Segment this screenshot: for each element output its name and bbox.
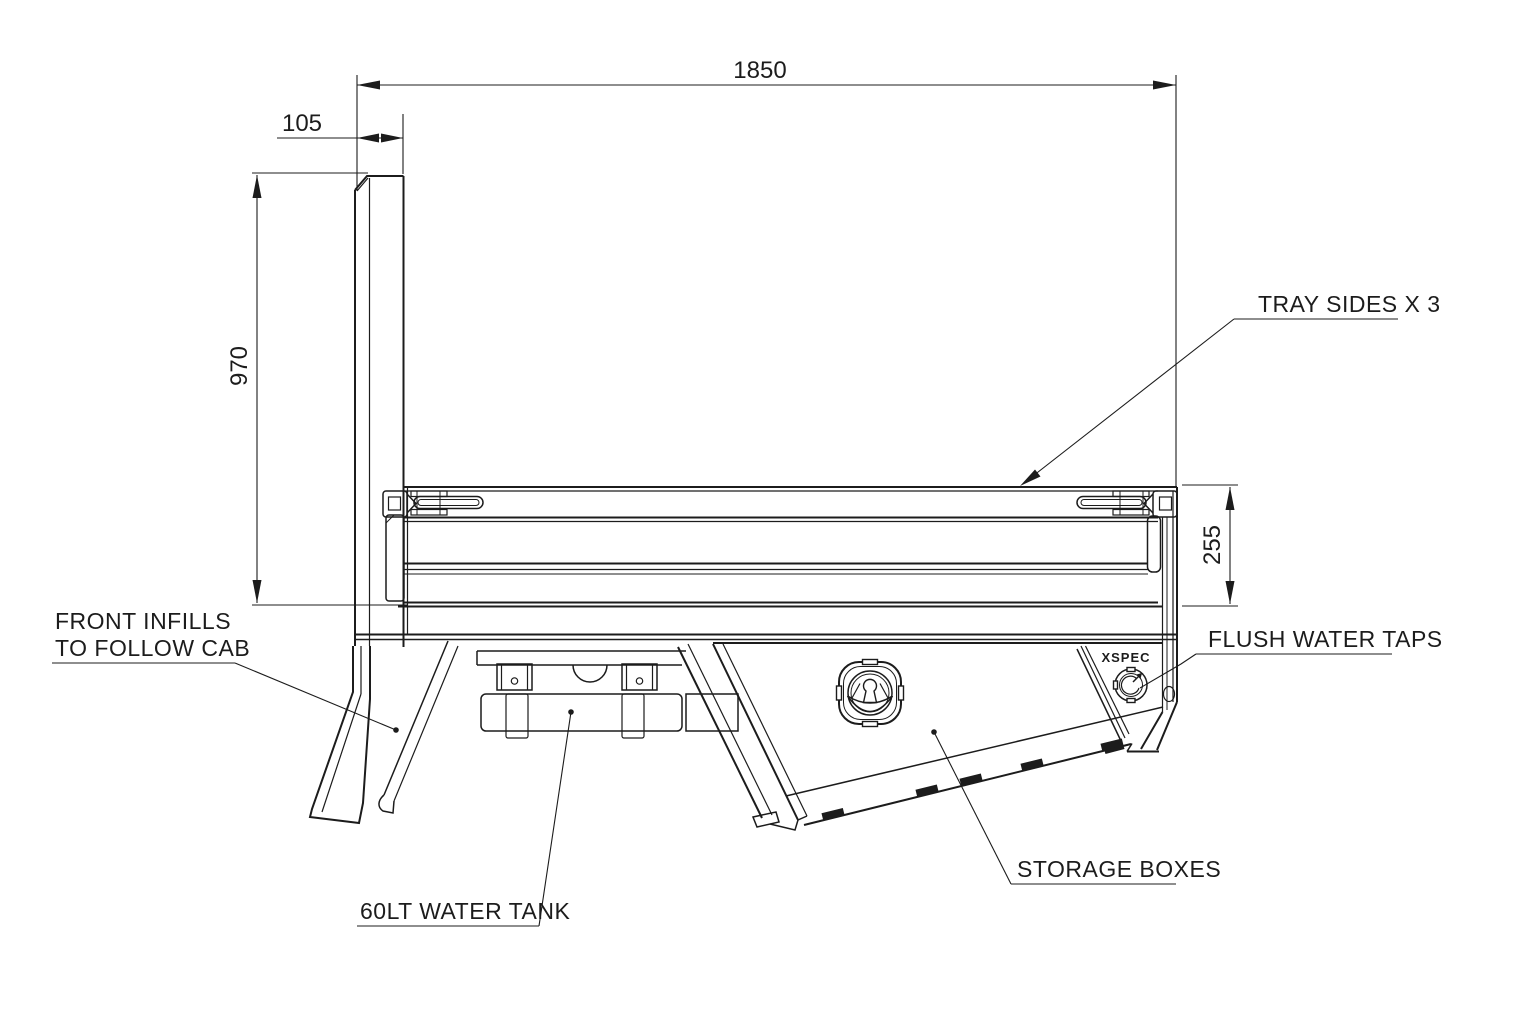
callout-water-tank: 60LT WATER TANK	[357, 709, 574, 927]
tray-bottom-rails	[355, 633, 1177, 641]
water-tank	[480, 693, 739, 739]
callout-water-tank-label: 60LT WATER TANK	[360, 898, 570, 924]
wheel-arch-strut	[677, 643, 808, 831]
flush-water-tap	[1112, 666, 1148, 704]
front-infill-leg	[308, 640, 459, 825]
dim-tray-side-height-value: 255	[1199, 525, 1226, 565]
xspec-logo: XSPEC	[1101, 650, 1150, 665]
under-tray-frame	[476, 650, 686, 691]
dim-headboard-height-value: 970	[226, 346, 253, 386]
dim-overall-length: 1850	[356, 57, 1177, 486]
callout-front-infills: FRONT INFILLS TO FOLLOW CAB	[52, 608, 399, 733]
callout-flush-water-taps: FLUSH WATER TAPS	[1139, 626, 1443, 689]
storage-box	[713, 642, 1164, 826]
callout-front-infills-label-1: FRONT INFILLS	[55, 608, 231, 634]
right-latch	[1076, 490, 1178, 518]
dim-tray-side-height: 255	[1182, 484, 1238, 607]
callout-tray-sides-label: TRAY SIDES X 3	[1258, 291, 1441, 317]
callout-front-infills-label-2: TO FOLLOW CAB	[55, 635, 250, 661]
left-latch	[382, 490, 484, 602]
storage-box-lock	[835, 658, 905, 728]
tray-side-panel	[398, 486, 1177, 634]
callout-tray-sides: TRAY SIDES X 3	[1020, 291, 1441, 486]
dim-headboard-offset: 105	[277, 110, 404, 174]
left-hinge-pillar	[385, 514, 405, 602]
callout-storage-boxes: STORAGE BOXES	[931, 729, 1221, 885]
callout-flush-water-taps-label: FLUSH WATER TAPS	[1208, 626, 1443, 652]
rear-corner-post	[1126, 487, 1178, 753]
dim-headboard-height: 970	[226, 172, 407, 606]
headboard	[354, 175, 405, 647]
dim-overall-length-value: 1850	[733, 57, 786, 84]
callout-storage-boxes-label: STORAGE BOXES	[1017, 856, 1221, 882]
dim-headboard-offset-value: 105	[282, 110, 322, 137]
